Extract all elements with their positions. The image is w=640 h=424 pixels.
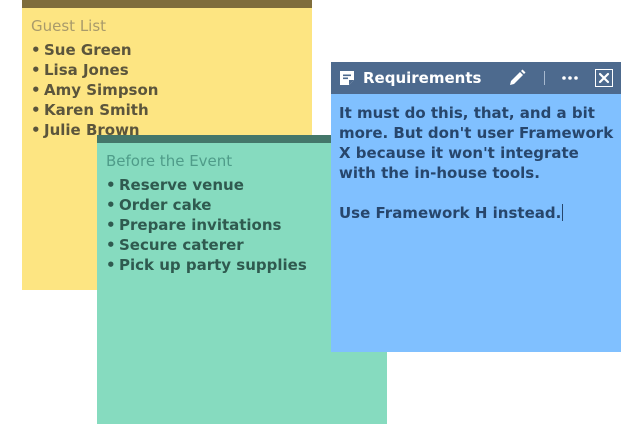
list-item: Karen Smith	[31, 100, 158, 120]
pencil-icon[interactable]	[507, 68, 527, 88]
note-paragraph: It must do this, that, and a bit more. B…	[339, 104, 614, 182]
list-item: Reserve venue	[106, 175, 307, 195]
list-item: Sue Green	[31, 40, 158, 60]
note-title: Requirements	[363, 69, 482, 87]
note-paragraph: Use Framework H instead.	[339, 203, 615, 223]
note-title: Guest List	[31, 17, 107, 35]
text-caret	[562, 204, 564, 221]
list-item: Lisa Jones	[31, 60, 158, 80]
close-icon[interactable]	[595, 69, 613, 87]
note-icon	[340, 71, 354, 85]
list-item: Prepare invitations	[106, 215, 307, 235]
note-title: Before the Event	[106, 152, 233, 170]
list-item: Pick up party supplies	[106, 255, 307, 275]
note-body-text[interactable]: It must do this, that, and a bit more. B…	[339, 103, 615, 223]
header-divider	[544, 71, 545, 85]
note-drag-bar[interactable]	[22, 0, 312, 8]
note-paragraph-text: Use Framework H instead.	[339, 204, 562, 222]
note-header[interactable]: Requirements	[331, 62, 621, 94]
list-item: Amy Simpson	[31, 80, 158, 100]
guest-list: Sue Green Lisa Jones Amy Simpson Karen S…	[31, 40, 158, 140]
list-item: Julie Brown	[31, 120, 158, 140]
list-item: Secure caterer	[106, 235, 307, 255]
note-drag-bar[interactable]	[97, 135, 387, 143]
requirements-note[interactable]: Requirements It must do this, that, and …	[331, 62, 621, 352]
more-icon[interactable]	[560, 68, 580, 88]
list-item: Order cake	[106, 195, 307, 215]
task-list: Reserve venue Order cake Prepare invitat…	[106, 175, 307, 275]
